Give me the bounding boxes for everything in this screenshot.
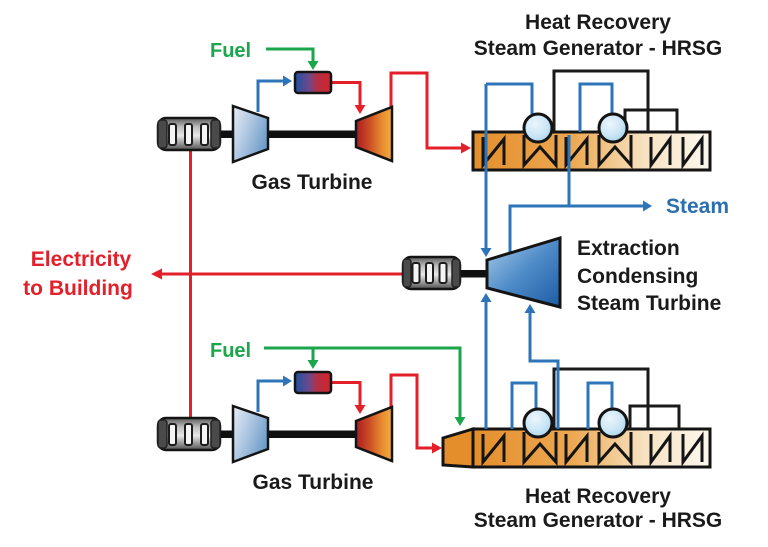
combustor-top [293,70,333,95]
hrsg-bottom-body [471,427,712,469]
hrsg-top-steam-lines [480,82,652,257]
fuel-line-top [266,47,319,70]
electricity-label-line1: Electricity [31,248,132,271]
shaft-steam-turbine [458,270,488,278]
generator-top [156,116,222,152]
hrsg-label-bottom-line2: Steam Generator - HRSG [474,509,723,532]
combustor-bottom [293,370,333,395]
turbine-top [354,105,394,163]
fuel-arrow-duct-burner [454,417,466,426]
hot-gas-arrow-bottom [354,405,366,414]
hrsg-bottom-steam-lines [480,293,614,429]
hrsg-bottom-gas-pipes [552,367,681,429]
steam-arrow-to-building [643,200,652,212]
steam-label: Steam [666,195,729,218]
steam-drum [597,407,629,439]
generator-bottom [156,416,222,452]
steam-arrow-into-turbine-bottom-1 [480,293,492,302]
gas-turbine-label-top: Gas Turbine [252,171,373,194]
steam-turbine-label-line3: Steam Turbine [577,292,721,315]
steam-arrow-into-turbine-top [480,248,492,257]
steam-turbine-label-line2: Condensing [577,265,698,288]
fuel-line-bottom [264,346,466,426]
air-arrow-top [283,75,292,87]
shaft-compressor-turbine-bottom [266,430,358,438]
generator-steam-turbine [401,255,462,291]
hrsg-top [471,69,712,257]
steam-drum [522,112,554,144]
steam-turbine-label-line1: Extraction [577,237,680,260]
turbine-bottom [354,405,394,463]
hot-gas-line-top [331,81,366,114]
air-line-top [256,75,292,112]
gas-turbine-unit-bottom [156,346,466,464]
compressor-top [231,104,270,164]
exhaust-line-top [389,71,471,154]
hrsg-top-tube-banks [481,134,704,170]
hrsg-label-bottom-line1: Heat Recovery [525,485,671,508]
air-arrow-bottom [283,375,292,387]
hrsg-label-top-line2: Steam Generator - HRSG [474,37,723,60]
hrsg-bottom-tube-banks [481,431,704,467]
shaft-compressor-turbine-top [266,130,358,138]
electricity-arrow-left [151,268,162,280]
shaft-generator-compressor-top [216,130,236,138]
exhaust-line-bottom [389,373,442,454]
air-line-bottom [256,375,292,412]
hrsg-bottom-inlet-duct [441,426,475,469]
labels: Fuel Fuel Gas Turbine Gas Turbine Heat R… [23,11,729,532]
electricity-lines [151,149,403,419]
compressor-bottom [231,404,270,464]
electricity-label-line2: to Building [23,277,133,300]
hrsg-label-top-line1: Heat Recovery [525,11,671,34]
gas-turbine-label-bottom: Gas Turbine [253,471,374,494]
hrsg-top-body [471,130,712,172]
shaft-generator-compressor-bottom [216,430,236,438]
hot-gas-line-bottom [331,381,366,414]
steam-turbine [485,235,562,309]
steam-drum [597,112,629,144]
exhaust-arrow-bottom [432,442,442,454]
steam-drum [522,407,554,439]
hot-gas-arrow-top [354,105,366,114]
steam-turbine-unit [401,235,562,309]
gas-turbine-unit-top [156,47,471,164]
steam-arrow-into-turbine-bottom-2 [524,304,536,313]
exhaust-arrow-top [461,142,471,154]
hrsg-bottom [441,293,712,469]
fuel-label-top: Fuel [210,40,251,62]
fuel-label-bottom: Fuel [210,340,251,362]
fuel-arrow-bottom [307,360,319,369]
fuel-arrow-top [307,61,319,70]
